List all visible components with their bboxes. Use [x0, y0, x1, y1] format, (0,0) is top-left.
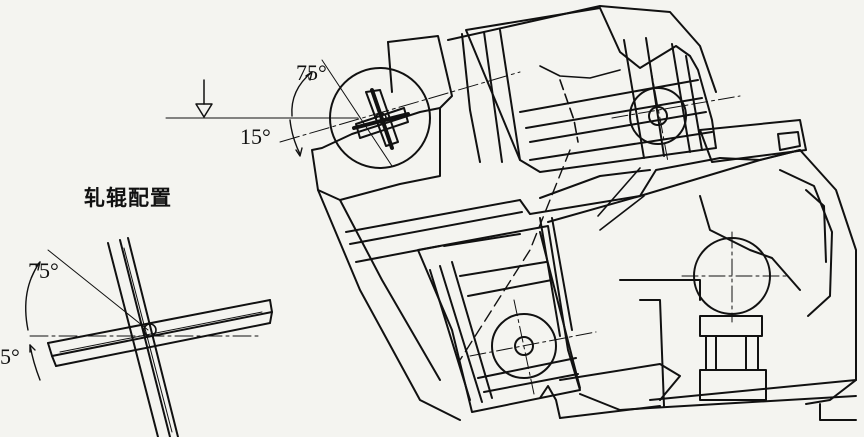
upper-roll-detail	[165, 59, 521, 169]
upper-15-arrow-icon	[295, 147, 303, 157]
upper-15-reference-line	[279, 71, 521, 143]
lower-angle-75-label: 75°	[28, 258, 59, 283]
inset-75-arrow-icon	[35, 261, 41, 271]
upper-angle-15-label: 15°	[240, 124, 271, 149]
upper-roll-circle	[329, 67, 431, 169]
roll-arrangement-inset	[25, 237, 273, 437]
level-mark-icon	[195, 103, 213, 118]
mill-housing	[311, 5, 857, 421]
inset-75-angle-arc	[25, 261, 41, 331]
upper-15-angle-arc	[289, 119, 301, 155]
inset-75-reference-line	[47, 249, 149, 331]
lower-angle-5-label: 5°	[0, 344, 20, 369]
inset-5-arrow-icon	[29, 344, 36, 353]
upper-75-reference-line	[321, 59, 393, 167]
roll-arrangement-caption: 轧辊配置	[84, 186, 172, 210]
horizontal-roll	[47, 299, 273, 367]
upper-75-arrow-icon	[305, 71, 313, 81]
upper-angle-75-label: 75°	[296, 60, 327, 85]
